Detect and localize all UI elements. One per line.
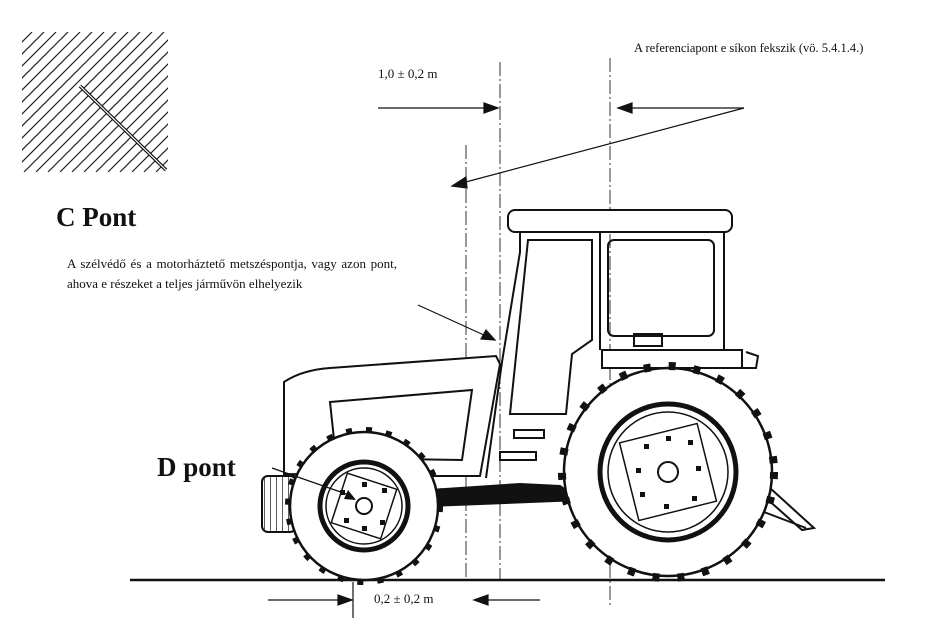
hatched-plane-icon [22,32,168,172]
d-point-leader [271,467,353,497]
dimension-bottom-label: 0,2 ± 0,2 m [374,591,434,606]
c-point-title: C Pont [56,202,137,232]
rear-wheel [558,362,778,582]
reference-note: A referenciapont e síkon fekszik (vö. 5.… [634,41,864,55]
d-point-title: D pont [157,452,236,482]
c-point-description: A szélvédő és a motorháztető metszéspont… [67,256,397,291]
c-point-leader [417,304,497,341]
tractor-drawing [261,209,817,585]
dimension-top-label: 1,0 ± 0,2 m [378,66,438,81]
bottom-dimension-arrows [268,582,540,618]
top-dimension-arrows [378,102,745,189]
front-wheel [285,427,443,585]
